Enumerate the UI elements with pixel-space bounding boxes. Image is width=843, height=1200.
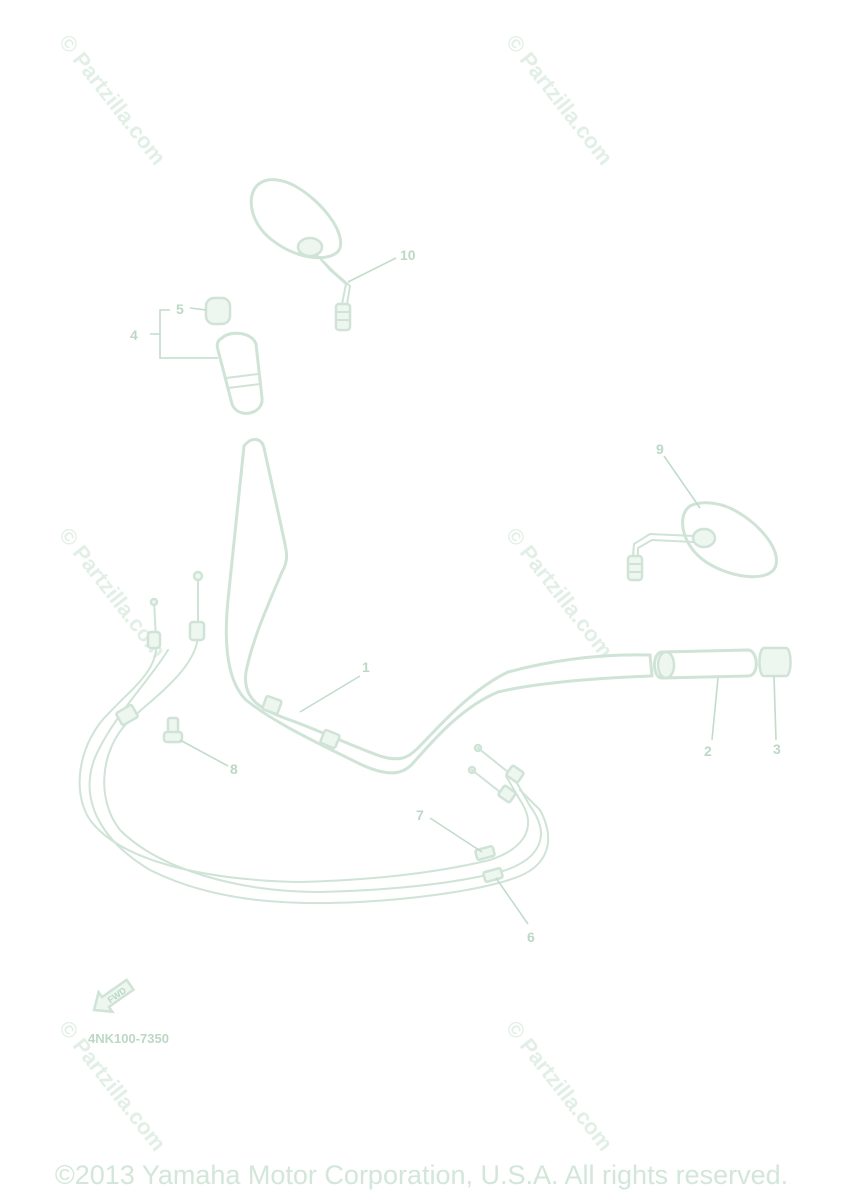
mirror-right-part xyxy=(626,501,778,582)
diagram-code: 4NK100-7350 xyxy=(88,1031,169,1046)
callout-3: 3 xyxy=(773,741,781,757)
cables-part xyxy=(78,570,550,905)
callout-5: 5 xyxy=(176,301,184,317)
callout-2: 2 xyxy=(704,743,712,759)
leader-lines xyxy=(150,257,777,925)
watermark-group: © Partzilla.com © Partzilla.com © Partzi… xyxy=(54,30,618,1156)
watermark-bottom-right: © Partzilla.com xyxy=(501,1016,618,1156)
watermark-mid-right: © Partzilla.com xyxy=(501,523,618,663)
callout-10: 10 xyxy=(400,247,416,263)
callout-7: 7 xyxy=(416,807,424,823)
callout-4: 4 xyxy=(130,327,138,343)
callout-1: 1 xyxy=(362,659,370,675)
watermark-top-right: © Partzilla.com xyxy=(501,30,618,170)
callout-labels: 1 2 3 4 5 6 7 8 9 10 xyxy=(130,247,781,945)
left-grip-part xyxy=(204,296,264,415)
mirror-left-part xyxy=(249,178,352,332)
bolt-part xyxy=(162,716,184,744)
fwd-arrow-icon: FWD xyxy=(92,978,136,1014)
callout-6: 6 xyxy=(527,929,535,945)
callout-8: 8 xyxy=(230,761,238,777)
copyright-notice: ©2013 Yamaha Motor Corporation, U.S.A. A… xyxy=(54,1160,789,1190)
watermark-top-left: © Partzilla.com xyxy=(54,30,171,170)
handlebar-part xyxy=(224,438,654,775)
callout-9: 9 xyxy=(656,441,664,457)
right-grip-part xyxy=(653,646,792,680)
